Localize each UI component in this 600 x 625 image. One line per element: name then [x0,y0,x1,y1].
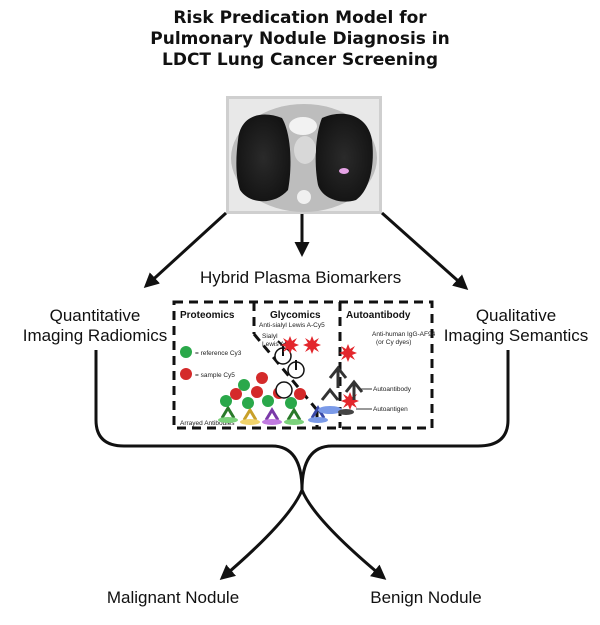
proteomics-heading: Proteomics [180,310,235,321]
hybrid-biomarkers-label: Hybrid Plasma Biomarkers [200,268,402,287]
autoantibody-graphics: Anti-human IgG-AF94 (or Cy dyes) Autoant… [318,331,436,415]
reference-dot [180,346,192,358]
sample-legend: = sample Cy5 [195,372,235,379]
semantics-line-2: Imaging Semantics [443,326,589,345]
malignant-nodule-label: Malignant Nodule [106,588,240,607]
glyco-probe-label: Anti-sialyl Lewis A-Cy5 [259,322,325,329]
anti-human-label-2: (or Cy dyes) [376,339,411,346]
radiomics-line-2: Imaging Radiomics [22,326,168,345]
anti-human-label-1: Anti-human IgG-AF94 [372,331,436,338]
sialyl-label-1: Sialyl [262,333,278,340]
radiomics-line-1: Quantitative [49,306,141,325]
sample-dot [180,368,192,380]
arrow-to-radiomics [143,211,228,289]
glycomics-probes [274,336,321,399]
biomarker-panel: Proteomics Glycomics Autoantibody Anti-s… [172,300,436,430]
title-line-1: Risk Predication Model for [173,8,427,28]
diagram-title: Risk Predication Model for Pulmonary Nod… [0,8,600,71]
antibody-array [218,372,328,425]
arrow-to-benign [300,489,387,580]
semantics-label: Qualitative Imaging Semantics [432,306,600,346]
autoantigen-label: Autoantigen [373,406,408,413]
radiomics-label: Quantitative Imaging Radiomics [10,306,180,346]
reference-legend: = reference Cy3 [195,350,242,357]
ct-scan-image [226,96,382,214]
benign-nodule-label: Benign Nodule [370,588,482,607]
arrayed-antibodies-label: Arrayed Antibodies [180,420,235,427]
title-line-2: Pulmonary Nodule Diagnosis in [150,29,450,49]
arrow-to-semantics [381,211,469,290]
semantics-line-1: Qualitative [475,306,557,325]
autoantibody-heading: Autoantibody [346,310,411,321]
arrow-to-malignant [219,489,304,580]
title-line-3: LDCT Lung Cancer Screening [162,50,438,70]
nodule-highlight [339,168,349,174]
glycomics-heading: Glycomics [270,310,321,321]
autoantibody-label: Autoantibody [373,386,412,393]
sialyl-label-2: Lewis A [262,341,285,348]
